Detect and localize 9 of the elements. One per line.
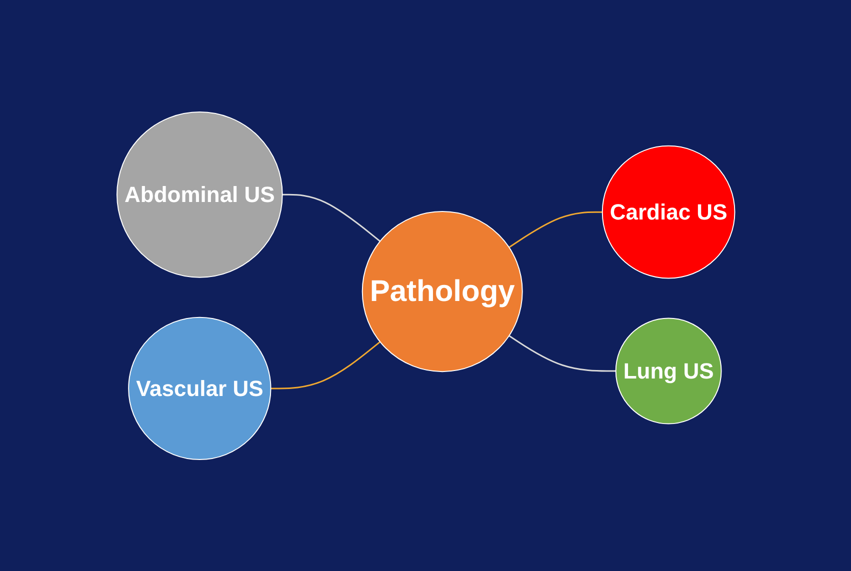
node-circle: Cardiac US bbox=[601, 145, 735, 279]
node-circle: Pathology bbox=[361, 210, 522, 372]
connector bbox=[282, 194, 380, 242]
connector bbox=[270, 340, 380, 389]
connector bbox=[508, 211, 602, 248]
connector bbox=[508, 334, 616, 372]
node-circle: Vascular US bbox=[128, 316, 271, 460]
node-circle: Lung US bbox=[614, 318, 722, 424]
node-circle: Abdominal US bbox=[116, 111, 282, 278]
